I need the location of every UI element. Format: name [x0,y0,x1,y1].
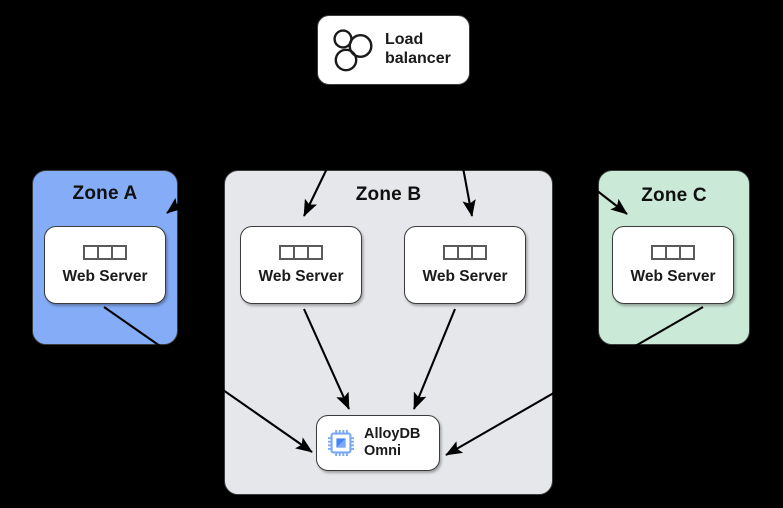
server-rack-icon [279,244,323,260]
web-server-node-zone-b-2[interactable]: Web Server [404,226,526,304]
load-balancer-label: Load balancer [385,31,451,67]
server-rack-icon [83,244,127,260]
server-rack-icon [651,244,695,260]
server-rack-icon [443,244,487,260]
alloydb-omni-node[interactable]: AlloyDB Omni [316,415,440,471]
web-server-node-zone-b-1[interactable]: Web Server [240,226,362,304]
three-circles-icon [333,29,373,72]
zone-title-a: Zone A [72,183,138,204]
load-balancer-node[interactable]: Load balancer [317,15,470,85]
web-server-label: Web Server [630,267,716,285]
zone-title-b: Zone B [355,184,422,205]
alloydb-omni-label: AlloyDB Omni [364,426,421,459]
web-server-label: Web Server [258,267,344,285]
zone-title-c: Zone C [641,185,707,206]
web-server-node-zone-c[interactable]: Web Server [612,226,734,304]
web-server-label: Web Server [422,267,508,285]
cpu-chip-icon [328,430,354,456]
web-server-label: Web Server [62,267,148,285]
web-server-node-zone-a[interactable]: Web Server [44,226,166,304]
